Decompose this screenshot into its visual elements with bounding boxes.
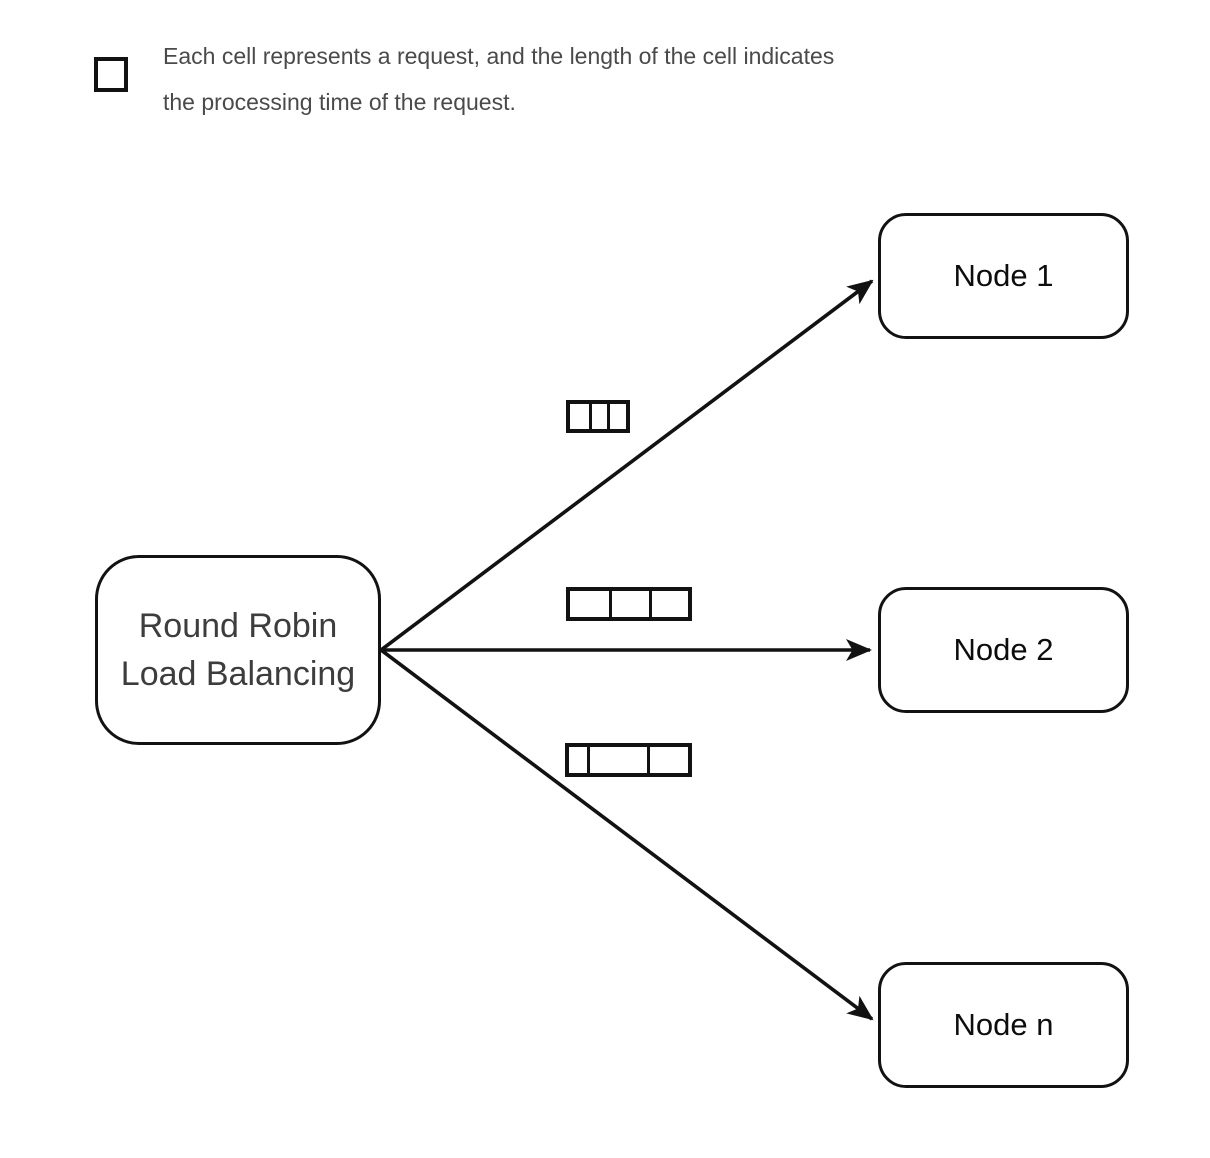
request-cell bbox=[587, 747, 647, 773]
request-cells-to-node-2 bbox=[566, 587, 692, 621]
node-box-2: Node 2 bbox=[878, 587, 1129, 713]
request-cell bbox=[649, 591, 688, 617]
request-cell bbox=[569, 747, 588, 773]
request-cell bbox=[607, 404, 626, 429]
source-box-round-robin: Round Robin Load Balancing bbox=[95, 555, 381, 745]
node-box-n: Node n bbox=[878, 962, 1129, 1088]
node-1-label: Node 1 bbox=[953, 258, 1054, 293]
request-cells-to-node-1 bbox=[566, 400, 630, 433]
request-cell bbox=[609, 591, 650, 617]
arrow-to-node-1 bbox=[379, 279, 874, 652]
request-cell bbox=[570, 591, 610, 617]
request-cell bbox=[570, 404, 589, 429]
request-cells-to-node-n bbox=[565, 743, 692, 777]
request-cell bbox=[646, 747, 688, 773]
legend-caption: Each cell represents a request, and the … bbox=[163, 43, 835, 115]
node-2-label: Node 2 bbox=[953, 632, 1054, 667]
cell-swatch-icon bbox=[94, 57, 128, 92]
node-box-1: Node 1 bbox=[878, 213, 1129, 339]
node-n-label: Node n bbox=[953, 1007, 1054, 1042]
request-cell bbox=[588, 404, 608, 429]
arrow-to-node-n bbox=[379, 648, 874, 1021]
source-label: Round Robin Load Balancing bbox=[120, 607, 356, 693]
